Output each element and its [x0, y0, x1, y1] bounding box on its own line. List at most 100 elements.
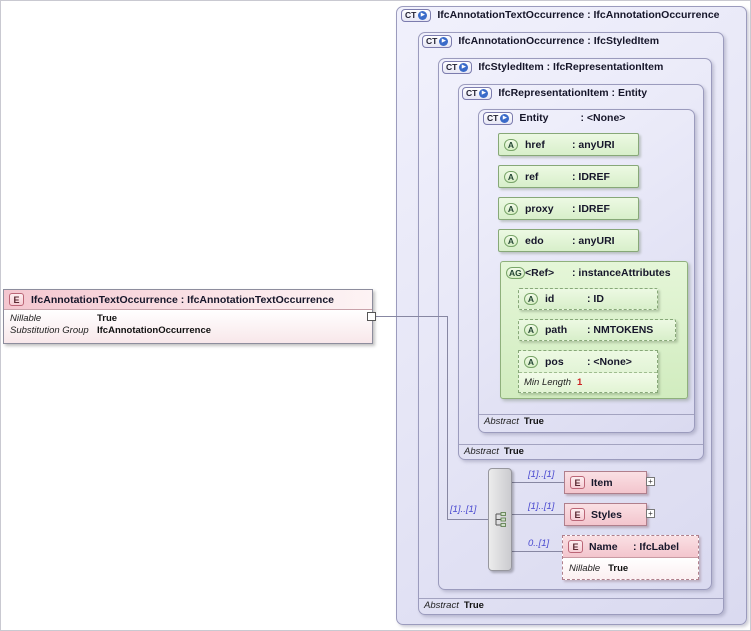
- property-row: Substitution Group IfcAnnotationOccurren…: [10, 325, 372, 336]
- attribute-type: : <None>: [587, 355, 632, 368]
- attribute-pos-header: A pos : <None>: [519, 351, 657, 372]
- attribute-name: path: [545, 324, 568, 336]
- badge-label: CT: [487, 113, 499, 123]
- cardinality-label: [1]..[1]: [450, 504, 477, 515]
- derivation-arrow-icon: ▶: [418, 10, 428, 20]
- property-row: Nillable True: [10, 313, 372, 324]
- element-styles[interactable]: E Styles: [564, 503, 647, 526]
- element-name-label: Styles: [591, 508, 622, 521]
- attribute-name: id: [545, 293, 555, 305]
- element-item[interactable]: E Item: [564, 471, 647, 494]
- facet-value: 1: [577, 377, 583, 388]
- facet-label: Abstract: [424, 600, 459, 611]
- ct-title-text: IfcRepresentationItem : Entity: [498, 87, 648, 99]
- ct-title-ifcrepresentationitem: CT▶ IfcRepresentationItem : Entity: [462, 86, 647, 100]
- attribute-badge: A: [504, 202, 518, 215]
- connector-line: [512, 482, 564, 483]
- ct-title-entity: CT▶ Entity : <None>: [483, 111, 625, 125]
- attribute-name: proxy: [525, 202, 554, 215]
- separator-line: [419, 598, 723, 599]
- attribute-proxy: A proxy : IDREF: [498, 197, 639, 220]
- attribute-ref: A ref : IDREF: [498, 165, 639, 188]
- attribute-group-type: : instanceAttributes: [572, 267, 671, 279]
- connector-line: [512, 514, 564, 515]
- global-element-ifcannotationtextoccurrence[interactable]: E IfcAnnotationTextOccurrence : IfcAnnot…: [3, 289, 373, 344]
- attribute-name: href: [525, 138, 545, 151]
- ct-title-type: : <None>: [580, 112, 626, 124]
- ct-title-ifcannotationoccurrence: CT▶ IfcAnnotationOccurrence : IfcStyledI…: [422, 34, 659, 48]
- separator-line: [459, 444, 703, 445]
- sequence-icon: [495, 512, 506, 527]
- ct-title-text: IfcAnnotationTextOccurrence : IfcAnnotat…: [437, 9, 720, 21]
- attribute-type: : NMTOKENS: [587, 324, 654, 336]
- element-badge: E: [570, 476, 585, 489]
- expand-item-button[interactable]: +: [646, 477, 655, 486]
- element-badge: E: [570, 508, 585, 521]
- cardinality-label: [1]..[1]: [528, 501, 555, 512]
- element-name-label: Name: [589, 540, 618, 553]
- element-name-properties: Nillable True: [563, 557, 698, 579]
- facet-value: True: [523, 416, 544, 427]
- ct-title-text: IfcAnnotationOccurrence : IfcStyledItem: [458, 35, 660, 47]
- separator-line: [479, 414, 694, 415]
- prop-label: Nillable: [10, 313, 42, 324]
- attribute-group-name: <Ref>: [525, 267, 555, 279]
- facet-label: Abstract: [464, 446, 499, 457]
- facet-label: Min Length: [524, 377, 572, 388]
- attribute-type: : IDREF: [572, 170, 610, 183]
- derivation-arrow-icon: ▶: [500, 113, 510, 123]
- prop-label: Nillable: [569, 563, 601, 574]
- complextype-badge: CT▶: [401, 8, 432, 22]
- element-name-label: Item: [591, 476, 613, 489]
- badge-label: CT: [405, 10, 417, 20]
- attribute-badge: A: [504, 234, 518, 247]
- connector-line: [447, 316, 448, 520]
- ct-title-ifcannotationtextoccurrence: CT▶ IfcAnnotationTextOccurrence : IfcAnn…: [401, 8, 720, 22]
- attribute-name: pos: [545, 355, 564, 368]
- attribute-id: A id : ID: [518, 288, 658, 310]
- prop-value: True: [97, 313, 118, 324]
- element-name[interactable]: E Name : IfcLabel Nillable True: [562, 535, 699, 580]
- badge-label: CT: [466, 88, 478, 98]
- expand-styles-button[interactable]: +: [646, 509, 655, 518]
- attribute-name: edo: [525, 234, 544, 247]
- complextype-badge: CT▶: [462, 86, 493, 100]
- connector-line: [512, 551, 562, 552]
- sequence-group: [488, 468, 512, 571]
- annotationoccurrence-abstract-row: Abstract True: [424, 600, 484, 611]
- attribute-href: A href : anyURI: [498, 133, 639, 156]
- connector-line: [448, 519, 488, 520]
- attribute-type: : anyURI: [572, 234, 615, 247]
- facet-label: Abstract: [484, 416, 519, 427]
- global-element-header: E IfcAnnotationTextOccurrence : IfcAnnot…: [4, 290, 372, 310]
- facet-value: True: [463, 600, 484, 611]
- attribute-badge: A: [524, 324, 538, 336]
- ct-title-ifcstyleditem: CT▶ IfcStyledItem : IfcRepresentationIte…: [442, 60, 663, 74]
- attribute-type: : IDREF: [572, 202, 610, 215]
- complextype-badge: CT▶: [483, 111, 514, 125]
- attribute-pos: A pos : <None> Min Length 1: [518, 350, 658, 393]
- ct-title-text: IfcStyledItem : IfcRepresentationItem: [478, 61, 664, 73]
- connector-line: [376, 316, 447, 317]
- element-name-header: E Name : IfcLabel: [563, 536, 698, 557]
- badge-label: CT: [446, 62, 458, 72]
- attribute-type: : ID: [587, 293, 604, 305]
- attribute-path: A path : NMTOKENS: [518, 319, 676, 341]
- attribute-group-badge: AG: [506, 267, 525, 279]
- prop-value: True: [608, 563, 629, 574]
- badge-label: CT: [426, 36, 438, 46]
- attribute-badge: A: [504, 170, 518, 183]
- element-type-label: : IfcLabel: [633, 540, 680, 553]
- cardinality-label: 0..[1]: [528, 538, 550, 549]
- derivation-arrow-icon: ▶: [479, 88, 489, 98]
- connection-handle: [367, 312, 376, 321]
- facet-value: True: [503, 446, 524, 457]
- attribute-pos-facet: Min Length 1: [519, 372, 657, 392]
- global-element-title: IfcAnnotationTextOccurrence : IfcAnnotat…: [31, 293, 334, 306]
- ct-title-name: Entity: [519, 112, 549, 124]
- attribute-badge: A: [504, 138, 518, 151]
- attribute-badge: A: [524, 293, 538, 305]
- entity-abstract-row: Abstract True: [484, 416, 544, 427]
- prop-label: Substitution Group: [10, 325, 89, 336]
